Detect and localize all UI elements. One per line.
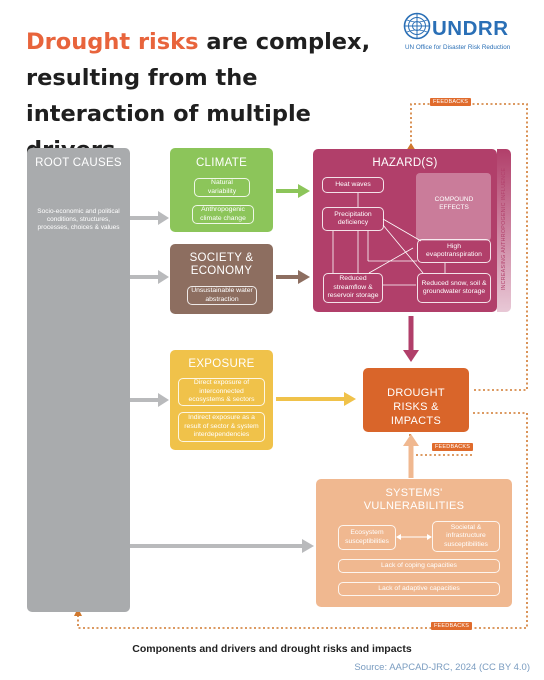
climate-item: Anthropogenic climate change [192, 205, 254, 224]
hazard-panel: HAZARD(S) COMPOUND EFFECTS Heat waves Pr… [313, 149, 497, 312]
hazard-title: HAZARD(S) [372, 157, 438, 169]
exposure-panel: EXPOSURE Direct exposure of interconnect… [170, 350, 273, 450]
vulnerability-item: Lack of coping capacities [338, 559, 500, 573]
logo-subtitle: UN Office for Disaster Risk Reduction [405, 44, 511, 51]
society-item: Unsustainable water abstraction [187, 286, 257, 305]
hazard-item: Reduced streamflow & reservoir storage [323, 273, 383, 303]
feedbacks-label: FEEDBACKS [431, 622, 473, 630]
anthropogenic-influence-label: INCREASING ANTHROPOGENIC INFLUENCE [501, 167, 507, 291]
title-highlight: Drought risks [26, 29, 199, 55]
logo-name: UNDRR [432, 17, 509, 40]
feedbacks-label: FEEDBACKS [430, 98, 472, 106]
drought-risk-title: DROUGHT RISKS & IMPACTS [387, 387, 445, 427]
climate-item: Natural variability [194, 178, 250, 197]
figure-caption: Components and drivers and drought risks… [132, 643, 412, 655]
hazard-item: High evapotranspiration [417, 239, 491, 263]
vulnerability-panel: SYSTEMS' VULNERABILITIES Ecosystem susce… [316, 479, 512, 607]
exposure-item: Direct exposure of interconnected ecosys… [178, 378, 265, 406]
bidirectional-arrow-icon [396, 534, 432, 540]
exposure-title: EXPOSURE [188, 358, 255, 370]
society-title: SOCIETY & ECONOMY [189, 252, 254, 277]
hazard-item: Heat waves [322, 177, 384, 193]
feedbacks-label: FEEDBACKS [432, 443, 474, 451]
un-emblem-icon [403, 12, 431, 40]
hazard-links [332, 193, 446, 286]
compound-effects-label: COMPOUND EFFECTS [434, 196, 474, 211]
anthropogenic-influence-bar [497, 149, 511, 312]
root-causes-panel: ROOT CAUSES Socio-economic and political… [27, 148, 130, 612]
vulnerability-item: Societal & infrastructure susceptibiliti… [432, 521, 500, 552]
drought-risk-panel: DROUGHT RISKS & IMPACTS [363, 368, 469, 432]
vulnerability-item: Ecosystem susceptibilities [338, 525, 396, 550]
society-panel: SOCIETY & ECONOMY Unsustainable water ab… [170, 244, 273, 314]
root-causes-title: ROOT CAUSES [35, 157, 122, 169]
hazard-item: Reduced snow, soil & groundwater storage [417, 273, 491, 303]
climate-panel: CLIMATE Natural variability Anthropogeni… [170, 148, 273, 232]
climate-title: CLIMATE [195, 157, 248, 169]
vulnerability-title: SYSTEMS' VULNERABILITIES [363, 487, 465, 512]
feedback-loop-bottom [77, 412, 528, 629]
source-credit: Source: AAPCAD-JRC, 2024 (CC BY 4.0) [354, 662, 530, 673]
feedback-loop-hazard [410, 103, 528, 391]
exposure-item: Indirect exposure as a result of sector … [178, 412, 265, 442]
hazard-item: Precipitation deficiency [322, 207, 384, 231]
vulnerability-item: Lack of adaptive capacities [338, 582, 500, 596]
compound-effects-area [416, 173, 491, 241]
root-causes-text: Socio-economic and political conditions,… [37, 208, 120, 231]
